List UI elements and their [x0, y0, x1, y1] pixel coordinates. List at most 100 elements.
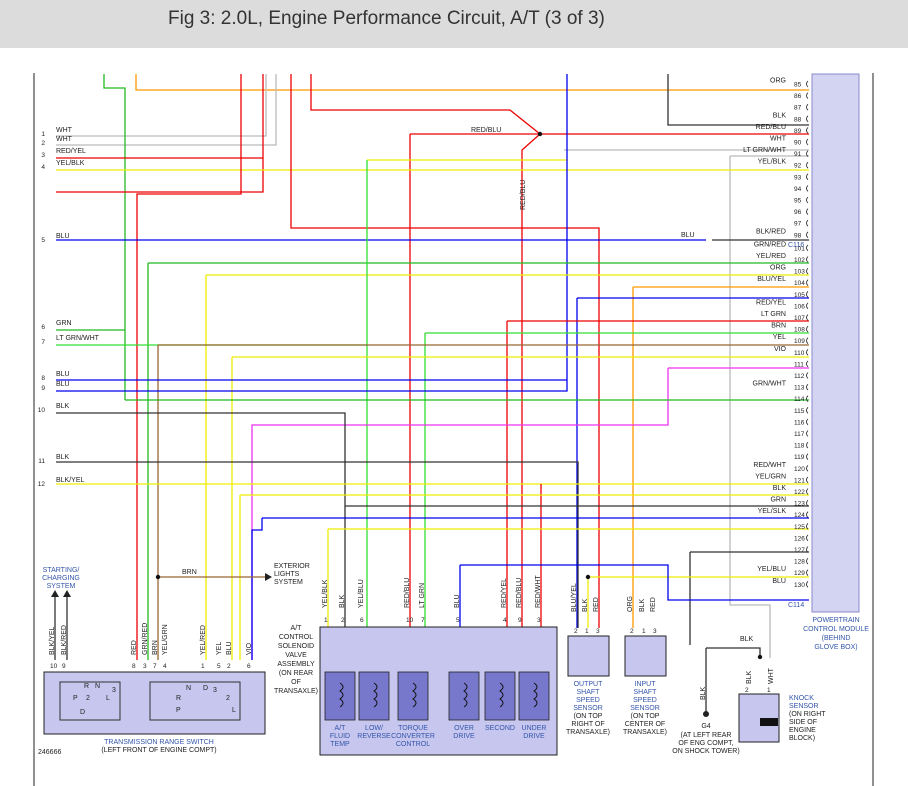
trs-wire-label: BLU	[226, 641, 233, 655]
pcm-pin-bracket	[806, 569, 809, 576]
pcm-pin-label: LT GRN	[761, 311, 786, 318]
pcm-pin-number: 121	[794, 477, 805, 484]
solenoid-wire-label: BLK	[339, 594, 346, 608]
knock-label: KNOCK	[789, 695, 814, 702]
ground-id: G4	[701, 723, 710, 730]
trs-position-label: N	[186, 685, 191, 692]
pcm-pin-label: RED/YEL	[756, 299, 786, 306]
pcm-pin-bracket	[806, 196, 809, 204]
wire-red-vert-b	[290, 74, 600, 628]
trs-pin-number: 10	[50, 663, 58, 670]
solenoid-coil-icon	[339, 682, 344, 708]
output-sensor-label: TRANSAXLE)	[566, 729, 610, 736]
pcm-pin-bracket	[806, 395, 809, 402]
trs-pin-number: 6	[247, 663, 251, 670]
solenoid-unit	[448, 671, 480, 721]
pcm-pin-bracket	[806, 337, 809, 344]
pcm-connector-c116: C116	[788, 242, 804, 249]
output-sensor-label: SENSOR	[573, 705, 603, 712]
solenoid-unit	[324, 671, 356, 721]
pcm-pin-label: ORG	[770, 78, 786, 85]
solenoid-unit-label: FLUID	[330, 733, 350, 740]
input-sensor-wire-label: BLK	[639, 598, 646, 612]
trs-wire-label: YEL	[216, 642, 223, 655]
input-sensor-label: INPUT	[635, 681, 657, 688]
pcm-pin-bracket	[806, 173, 809, 181]
trs-wire-label: BLK/YEL	[49, 626, 56, 655]
solenoid-wire-label: RED/YEL	[501, 578, 508, 608]
pcm-pin-label: VIO	[774, 346, 787, 353]
knock-label: (ON RIGHT	[789, 711, 826, 718]
pcm-pin-bracket	[806, 185, 809, 192]
solenoid-wire-label: LT GRN	[419, 583, 426, 608]
trs-wire-label: BLK/RED	[61, 625, 68, 655]
pcm-pin-number: 103	[794, 269, 805, 276]
solenoid-unit-label: UNDER	[522, 725, 547, 732]
solenoid-wire-label: YEL/BLU	[358, 579, 365, 608]
trs-wire-label: YEL/RED	[200, 625, 207, 655]
pcm-pin-bracket	[806, 372, 809, 379]
wire-red-blu-89	[310, 74, 809, 135]
solenoid-coil-icon	[412, 682, 417, 708]
pcm-pin-number: 109	[794, 338, 805, 345]
pcm-pin-bracket	[806, 476, 809, 484]
pcm-pin-number: 115	[794, 408, 805, 415]
knock-wire-label: WHT	[768, 667, 775, 684]
pcm-pin-label: YEL	[773, 334, 786, 341]
output-sensor-label: SHAFT	[577, 689, 601, 696]
left-pin-label: BLU	[56, 371, 70, 378]
output-sensor-wire-label: BLK	[582, 598, 589, 612]
pcm-pin-number: 125	[794, 524, 805, 531]
trs-position-label: D	[80, 709, 85, 716]
exterior-lights-label: EXTERIOR	[274, 563, 310, 570]
wire-blk-10	[56, 412, 346, 628]
pcm-label: (BEHIND	[822, 635, 851, 642]
wire-ltgrnwht-7	[56, 160, 368, 346]
solenoid-unit	[397, 671, 429, 721]
pcm-pin-number: 128	[794, 559, 805, 566]
solenoid-unit-label: DRIVE	[523, 733, 545, 740]
solenoid-title-line: OF	[291, 679, 301, 686]
transmission-range-switch	[43, 671, 266, 735]
left-pin-number: 2	[41, 140, 45, 147]
input-sensor-label: SHAFT	[634, 689, 658, 696]
pcm-pin-number: 114	[794, 396, 805, 403]
pcm-pin-label: YEL/SLK	[758, 508, 787, 515]
left-pin-label: YEL/BLK	[56, 160, 85, 167]
pcm-label: CONTROL MODULE	[803, 626, 869, 633]
input-shaft-speed-sensor	[624, 635, 667, 677]
trs-position-label: L	[232, 707, 236, 714]
output-sensor-pin-number: 1	[585, 628, 589, 635]
pcm-pin-label: WHT	[770, 136, 787, 143]
pcm-pin-bracket	[806, 581, 809, 588]
pcm-pin-number: 85	[794, 82, 802, 89]
pcm-pin-bracket	[806, 453, 809, 460]
trs-pin-number: 7	[153, 663, 157, 670]
solenoid-pin-number: 5	[456, 617, 460, 624]
solenoid-pin-number: 2	[341, 617, 345, 624]
trs-wire-label: VIO	[246, 642, 253, 655]
solenoid-unit-label: CONVERTER	[391, 733, 435, 740]
left-pin-label: BLK/YEL	[56, 477, 85, 484]
pcm-pin-bracket	[806, 115, 809, 123]
trs-label: (LEFT FRONT OF ENGINE COMPT)	[101, 747, 216, 754]
pcm-pin-number: 105	[794, 292, 805, 299]
solenoid-pin-number: 10	[406, 617, 414, 624]
wire-wht-90	[56, 74, 277, 146]
wire-blk-11	[56, 461, 579, 628]
pcm-pin-label: YEL/BLK	[758, 159, 787, 166]
exterior-lights-label: LIGHTS	[274, 571, 300, 578]
pcm-pin-number: 98	[794, 232, 802, 239]
pcm-pin-number: 102	[794, 257, 805, 264]
pcm-pin-bracket	[806, 407, 809, 414]
pcm-pin-bracket	[806, 314, 809, 321]
left-pin-number: 6	[41, 324, 45, 331]
input-sensor-pin-number: 2	[630, 628, 634, 635]
solenoid-pin-number: 9	[518, 617, 522, 624]
trs-pin-number: 1	[201, 663, 205, 670]
pcm-pin-label: BLU/YEL	[757, 276, 786, 283]
pcm-pin-label: GRN	[770, 497, 786, 504]
pcm-pin-bracket	[806, 219, 809, 227]
solenoid-unit	[358, 671, 390, 721]
solenoid-unit	[484, 671, 516, 721]
